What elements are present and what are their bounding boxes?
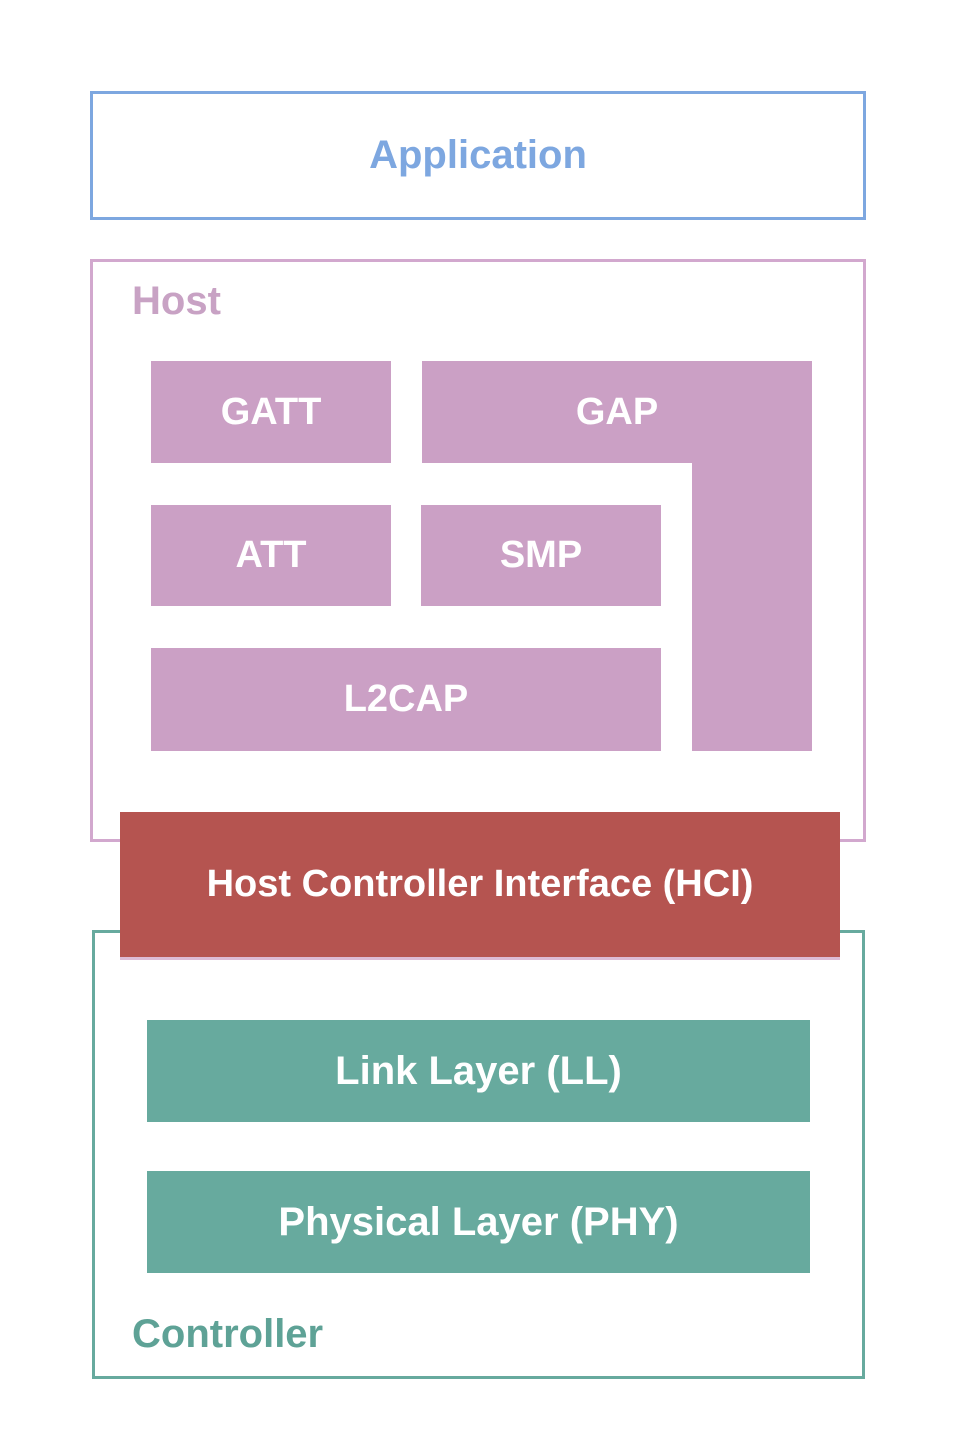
link-layer-label: Link Layer (LL) [335, 1048, 622, 1093]
l2cap-label: L2CAP [343, 678, 469, 720]
smp-block: SMP [421, 505, 661, 606]
att-label: ATT [235, 534, 307, 576]
application-layer-label: Application [369, 133, 587, 177]
link-layer-block: Link Layer (LL) [147, 1020, 810, 1122]
hci-block: Host Controller Interface (HCI) [120, 812, 840, 960]
physical-layer-block: Physical Layer (PHY) [147, 1171, 810, 1273]
smp-label: SMP [499, 534, 583, 576]
host-group-label: Host [132, 279, 221, 323]
gap-label: GAP [575, 390, 659, 433]
physical-layer-label: Physical Layer (PHY) [278, 1199, 679, 1244]
hci-label: Host Controller Interface (HCI) [206, 863, 754, 905]
att-block: ATT [151, 505, 391, 606]
gap-block-column [692, 462, 812, 751]
application-layer-box: Application [90, 91, 866, 220]
controller-group-label: Controller [132, 1312, 324, 1356]
l2cap-block: L2CAP [151, 648, 661, 751]
gap-block: GAP [422, 361, 812, 463]
gatt-label: GATT [220, 390, 322, 433]
gatt-block: GATT [151, 361, 391, 463]
